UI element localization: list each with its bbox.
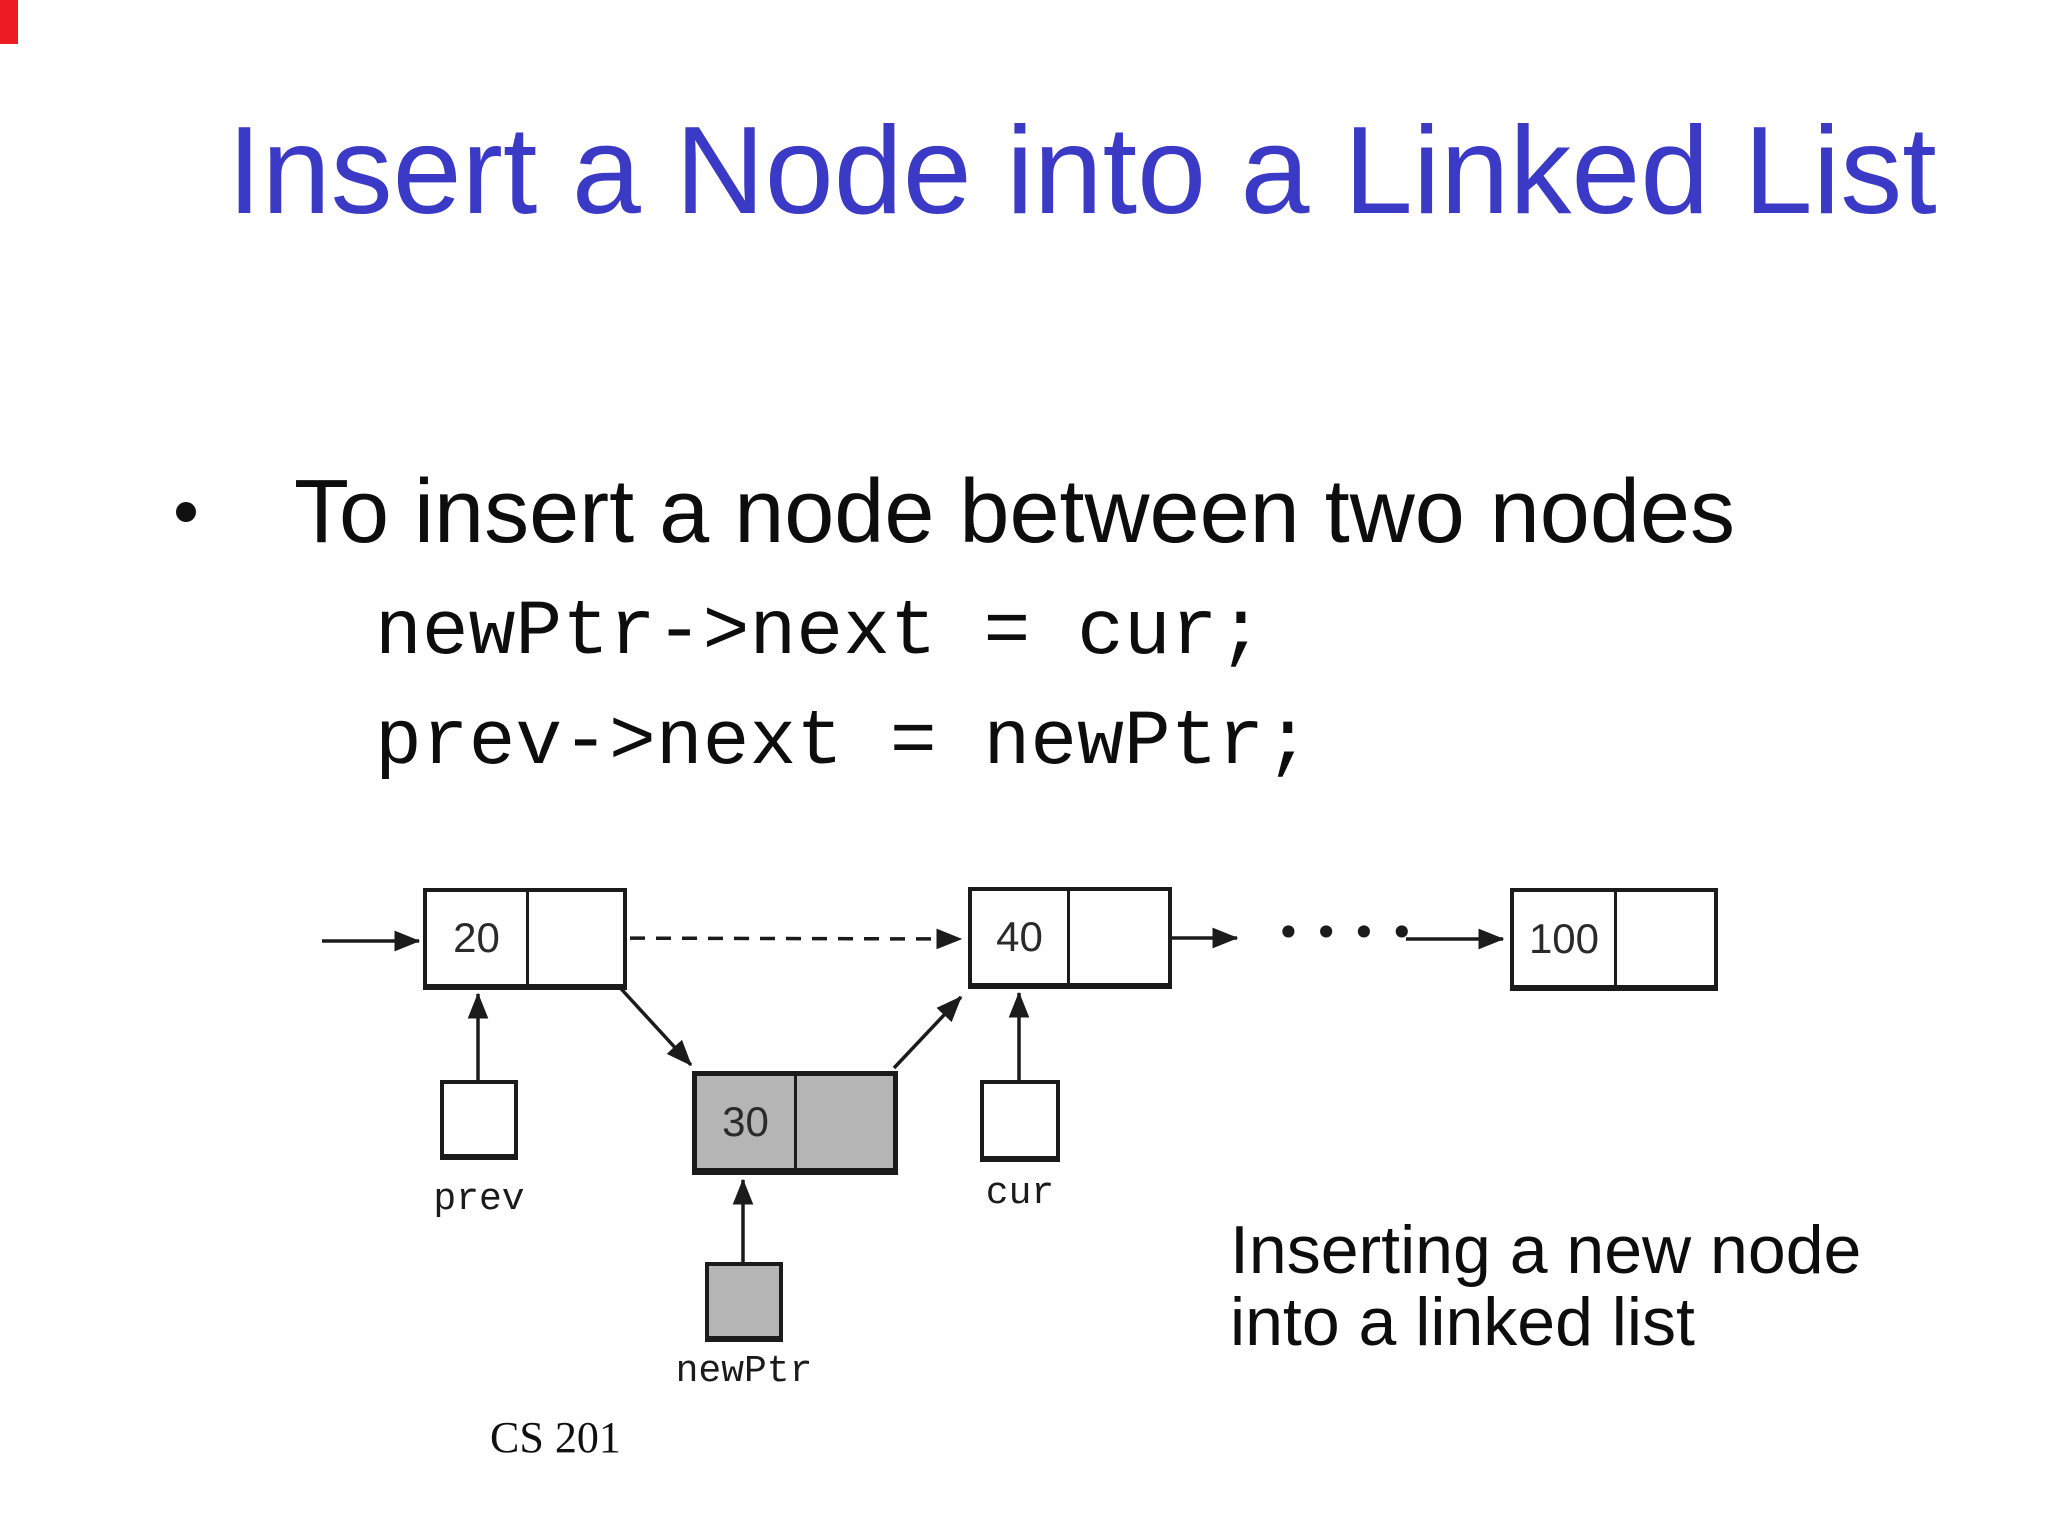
bullet-dot (176, 502, 196, 522)
node-30-next-cell (797, 1076, 893, 1168)
arrow-30-to-40 (892, 995, 963, 1070)
node-100-next-cell (1617, 892, 1714, 985)
newptr-label: newPtr (675, 1350, 813, 1393)
node-30-value: 30 (697, 1076, 797, 1168)
cur-label: cur (985, 1172, 1055, 1215)
code-line-1: newPtr->next = cur; (375, 589, 1265, 677)
list-ellipsis-dots: •••• (1276, 908, 1428, 957)
prev-pointer-box (440, 1080, 518, 1160)
figure-caption: Inserting a new node into a linked list (1230, 1214, 1861, 1358)
red-corner-marker (0, 0, 18, 44)
arrow-old-link-dashed (577, 928, 963, 950)
newptr-pointer-box (705, 1262, 783, 1342)
node-20: 20 (423, 888, 627, 990)
figure-caption-line-2: into a linked list (1230, 1284, 1695, 1360)
node-20-next-cell (529, 892, 623, 984)
node-100: 100 (1510, 888, 1718, 991)
code-line-2: prev->next = newPtr; (375, 699, 1312, 787)
prev-label: prev (433, 1178, 525, 1221)
node-20-value: 20 (427, 892, 529, 984)
bullet-text: To insert a node between two nodes (294, 462, 1735, 562)
node-40-value: 40 (972, 891, 1070, 983)
node-30-new: 30 (692, 1071, 898, 1175)
node-40: 40 (968, 887, 1172, 989)
figure-caption-line-1: Inserting a new node (1230, 1212, 1862, 1288)
slide-title: Insert a Node into a Linked List (227, 102, 1937, 240)
node-40-next-cell (1070, 891, 1168, 983)
node-100-value: 100 (1514, 892, 1617, 985)
cur-pointer-box (980, 1080, 1060, 1162)
course-footer: CS 201 (490, 1413, 621, 1462)
